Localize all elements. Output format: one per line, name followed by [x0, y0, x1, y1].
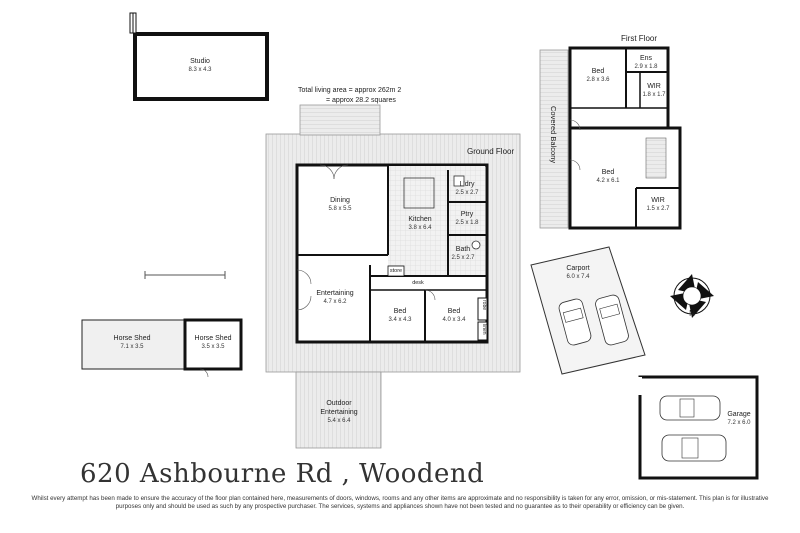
room-dims: 7.2 x 6.0 — [727, 420, 751, 426]
room-name: Bed — [393, 308, 407, 315]
room-wir-first-1: WIR 1.8 x 1.7 — [640, 82, 668, 100]
horse-sheds — [81, 318, 243, 378]
first-floor — [539, 46, 682, 230]
room-name: Studio — [190, 58, 210, 65]
room-name: Carport — [566, 265, 590, 272]
room-ensuite: Ens 2.9 x 1.8 — [626, 54, 666, 72]
room-garage: Garage 7.2 x 6.0 — [724, 410, 754, 428]
store-label: store — [389, 268, 403, 274]
room-dims: 1.5 x 2.7 — [646, 206, 670, 212]
desk-label: desk — [412, 280, 424, 286]
compass-icon — [670, 274, 714, 318]
room-kitchen: Kitchen 3.8 x 6.4 — [390, 215, 450, 233]
room-name: Horse Shed — [194, 335, 232, 342]
garage — [638, 375, 759, 480]
room-bath: Bath 2.5 x 2.7 — [448, 245, 478, 263]
car-icon — [558, 298, 592, 346]
room-name: Dining — [330, 197, 350, 204]
disclaimer-text: Whilst every attempt has been made to en… — [31, 495, 769, 510]
ground-floor-house — [295, 163, 489, 344]
room-covered-balcony: Covered Balcony — [549, 106, 558, 164]
compass-north-letter: N — [689, 309, 695, 318]
room-bed-ground-2: Bed 4.0 x 3.4 — [432, 307, 476, 325]
room-pantry: Ptry 2.5 x 1.8 — [448, 210, 486, 228]
car-icon — [595, 294, 629, 346]
room-name: Horse Shed — [113, 335, 151, 342]
room-entertaining: Entertaining 4.7 x 6.2 — [303, 289, 367, 307]
studio-building — [129, 12, 269, 101]
fence-line — [144, 271, 226, 279]
carport — [530, 246, 646, 375]
property-address: 620 Ashbourne Rd , Woodend — [80, 459, 485, 489]
room-dims: 1.8 x 1.7 — [642, 92, 666, 98]
room-name: WIR — [647, 83, 661, 90]
room-dims: 3.5 x 3.5 — [201, 344, 225, 350]
linen-label: linen — [481, 324, 487, 335]
room-name: Entertaining — [316, 290, 354, 297]
room-bed-first-2: Bed 4.2 x 6.1 — [588, 168, 628, 186]
room-name: Bed — [601, 169, 615, 176]
room-dims: 8.3 x 4.3 — [188, 67, 212, 73]
room-name: Kitchen — [408, 216, 432, 223]
room-name: WIR — [651, 197, 665, 204]
room-dims: 4.7 x 6.2 — [323, 299, 347, 305]
room-bed-first-1: Bed 2.8 x 3.6 — [580, 67, 616, 85]
room-dims: 2.5 x 2.7 — [451, 255, 475, 261]
room-name: Bath — [455, 246, 471, 253]
room-dims: 3.4 x 4.3 — [388, 317, 412, 323]
total-living-area: Total living area = approx 262m 2 — [298, 87, 402, 94]
room-dining: Dining 5.8 x 5.5 — [310, 196, 370, 214]
room-name: Outdoor — [326, 400, 352, 407]
room-dims: 2.5 x 1.8 — [455, 220, 479, 226]
room-wir-first-2: WIR 1.5 x 2.7 — [638, 196, 678, 214]
room-dims: 4.0 x 3.4 — [442, 317, 466, 323]
room-name: Ptry — [460, 211, 474, 218]
room-name: L'dry — [459, 181, 475, 188]
total-area-squares: = approx 28.2 squares — [326, 97, 396, 104]
room-name-line2: Entertaining — [320, 409, 358, 416]
room-dims: 3.8 x 6.4 — [408, 225, 432, 231]
room-dims: 7.1 x 3.5 — [120, 344, 144, 350]
first-floor-title: First Floor — [621, 34, 657, 43]
room-dims: 2.5 x 2.7 — [455, 190, 479, 196]
room-horse-shed-2: Horse Shed 3.5 x 3.5 — [188, 334, 238, 352]
room-dims: 6.0 x 7.4 — [566, 274, 590, 280]
room-horse-shed-1: Horse Shed 7.1 x 3.5 — [100, 334, 164, 352]
robe-label: robe — [481, 300, 487, 311]
room-dims: 2.8 x 3.6 — [586, 77, 610, 83]
room-name: Ens — [639, 55, 653, 62]
room-dims: 2.9 x 1.8 — [634, 64, 658, 70]
room-carport: Carport 6.0 x 7.4 — [558, 264, 598, 282]
ground-floor-title: Ground Floor — [467, 147, 515, 156]
room-name: Bed — [447, 308, 461, 315]
room-dims: 5.4 x 6.4 — [327, 418, 351, 424]
car-icon — [661, 434, 727, 462]
room-studio: Studio 8.3 x 4.3 — [160, 57, 240, 75]
room-dims: 5.8 x 5.5 — [328, 206, 352, 212]
room-name: Garage — [727, 411, 751, 418]
room-bed-ground-1: Bed 3.4 x 4.3 — [378, 307, 422, 325]
room-name: Bed — [591, 68, 605, 75]
room-dims: 4.2 x 6.1 — [596, 178, 620, 184]
room-outdoor-entertaining: Outdoor Entertaining 5.4 x 6.4 — [303, 399, 375, 426]
room-laundry: L'dry 2.5 x 2.7 — [448, 180, 486, 198]
car-icon — [659, 395, 721, 421]
